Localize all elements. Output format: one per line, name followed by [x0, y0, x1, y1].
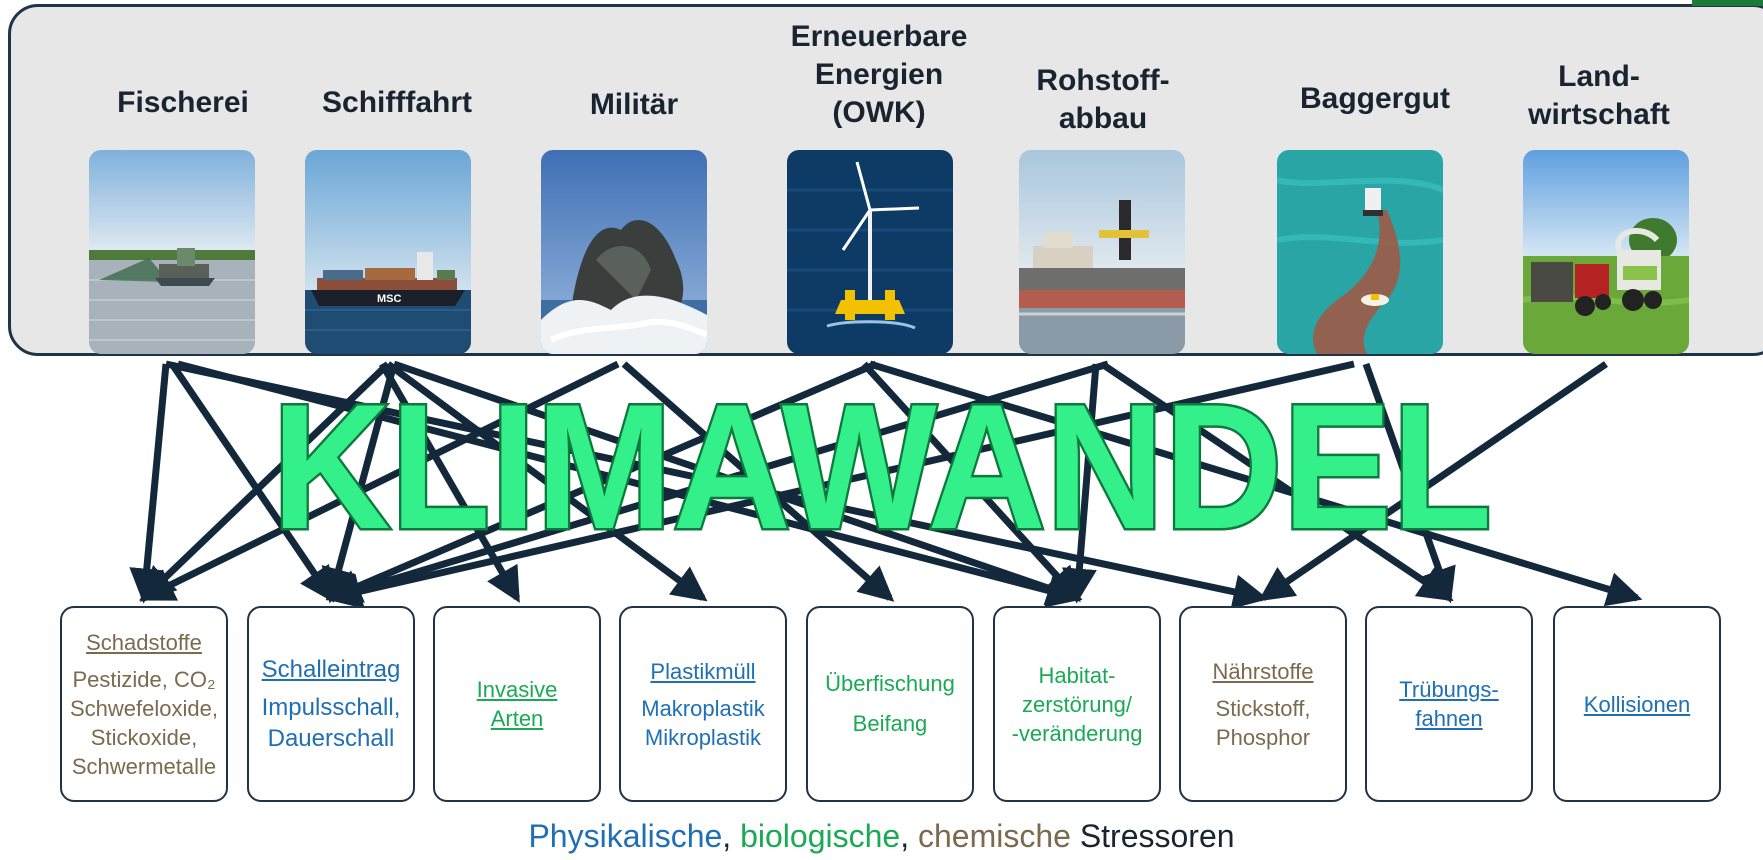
stressor-box-habitat: Habitat- zerstörung/ -veränderung	[993, 606, 1161, 802]
stressor-title-line: Invasive	[476, 677, 558, 702]
stressor-detail-line: Überfischung	[825, 671, 955, 696]
stressor-box-schadstoffe: Schadstoffe Pestizide, CO₂ Schwefeloxide…	[60, 606, 228, 802]
source-label-line: Land-	[1558, 60, 1640, 93]
stressor-title[interactable]: Schalleintrag	[261, 655, 401, 683]
stressor-detail-line: Pestizide, CO₂	[72, 666, 216, 692]
photo-dredging-vessel	[1019, 150, 1185, 354]
legend-physical: Physikalische	[528, 818, 723, 854]
stressor-detail-line: Makroplastik	[641, 695, 765, 721]
legend-biological: biologische	[740, 818, 901, 854]
source-label-rohstoff: Rohstoff- abbau	[1010, 62, 1196, 138]
connection-arrow	[861, 361, 1081, 603]
stressor-details: Pestizide, CO₂ Schwefeloxide, Stickoxide…	[70, 665, 218, 781]
photo-fishing-boat	[89, 150, 255, 354]
stressor-title[interactable]: Kollisionen	[1583, 691, 1691, 717]
photo-underwater-explosion	[541, 150, 707, 354]
stressor-box-invasive-arten: Invasive Arten	[433, 606, 601, 802]
corner-accent	[1692, 0, 1763, 6]
legend-chemical: chemische	[917, 818, 1071, 854]
stressor-box-kollisionen: Kollisionen	[1553, 606, 1721, 802]
connection-arrow	[138, 360, 620, 602]
stressor-title[interactable]: Trübungs- fahnen	[1399, 675, 1498, 733]
stressor-detail-line: zerstörung/	[1021, 691, 1133, 717]
source-label-erneuerbare: Erneuerbare Energien (OWK)	[776, 18, 982, 132]
photo-container-ship: MSC	[305, 150, 471, 354]
source-label-line: Rohstoff-	[1036, 64, 1170, 97]
legend-separator: ,	[722, 818, 741, 854]
source-label-schifffahrt: Schifffahrt	[304, 84, 490, 122]
stressor-detail-line: -veränderung	[1011, 720, 1143, 746]
connection-arrow	[1258, 361, 1608, 602]
stressor-details: Impulsschall, Dauerschall	[262, 692, 401, 754]
source-label-line: Militär	[589, 88, 679, 121]
source-label-line: (OWK)	[832, 96, 926, 129]
source-label-landwirtschaft: Land- wirtschaft	[1506, 58, 1692, 134]
stressor-title-line: Arten	[490, 706, 544, 731]
stressor-title[interactable]: Nährstoffe	[1212, 658, 1314, 684]
connection-arrow	[392, 360, 1083, 606]
connection-arrow	[1362, 362, 1456, 604]
stressor-detail-line: Habitat-	[1038, 662, 1116, 688]
connection-arrow	[321, 363, 398, 604]
stressor-title-line: fahnen	[1415, 706, 1483, 731]
stressor-box-ueberfischung: Überfischung Beifang	[806, 606, 974, 802]
source-label-line: wirtschaft	[1528, 98, 1670, 131]
stressor-details: Überfischung Beifang	[825, 664, 955, 744]
source-label-militaer: Militär	[541, 86, 727, 124]
stressor-title[interactable]: Plastikmüll	[650, 658, 756, 684]
stressor-box-naehrstoffe: Nährstoffe Stickstoff, Phosphor	[1179, 606, 1347, 802]
stressor-title-line: Trübungs-	[1399, 677, 1499, 702]
stressor-title[interactable]: Invasive Arten	[477, 675, 558, 733]
connection-arrow	[868, 360, 1643, 607]
photo-dredge-plume	[1277, 150, 1443, 354]
stressor-box-truebungsfahnen: Trübungs- fahnen	[1365, 606, 1533, 802]
stressor-detail-line: Dauerschall	[267, 724, 395, 752]
stressor-details: Makroplastik Mikroplastik	[641, 694, 764, 752]
ship-hull-text: MSC	[377, 293, 402, 305]
stressor-detail-line: Beifang	[852, 711, 928, 736]
source-label-line: Erneuerbare	[790, 20, 968, 53]
photo-harvester-tractor	[1523, 150, 1689, 354]
stressor-detail-line: Impulsschall,	[261, 693, 401, 721]
connection-arrow	[621, 361, 895, 602]
legend-stressoren: Stressoren	[1070, 818, 1235, 854]
source-label-line: Fischerei	[117, 86, 249, 119]
connection-arrow	[169, 362, 335, 603]
connection-arrow	[385, 361, 708, 602]
stressor-legend: Physikalische, biologische, chemische St…	[0, 816, 1763, 856]
stressor-box-schalleintrag: Schalleintrag Impulsschall, Dauerschall	[247, 606, 415, 802]
source-label-baggergut: Baggergut	[1282, 80, 1468, 118]
source-label-line: abbau	[1058, 102, 1148, 135]
connection-arrow	[325, 360, 1110, 607]
connection-arrow	[1061, 363, 1100, 604]
connection-arrow	[1100, 361, 1454, 602]
stressor-box-plastikmuell: Plastikmüll Makroplastik Mikroplastik	[619, 606, 787, 802]
stressor-detail-line: Stickoxide,	[90, 724, 198, 750]
photo-floating-wind-turbine	[787, 150, 953, 354]
connection-arrow	[325, 360, 878, 603]
stressor-detail-line: Mikroplastik	[644, 724, 762, 750]
connection-arrow	[129, 363, 170, 604]
connection-arrow	[177, 360, 1083, 608]
stressor-details: Stickstoff, Phosphor	[1216, 694, 1311, 752]
connection-arrow	[325, 360, 1355, 609]
source-label-fischerei: Fischerei	[90, 84, 276, 122]
stressor-detail-line: Stickstoff,	[1215, 695, 1311, 721]
stressor-detail-line: Schwermetalle	[71, 753, 217, 779]
source-label-line: Baggergut	[1300, 82, 1450, 115]
source-label-line: Energien	[814, 58, 944, 91]
connection-arrow	[139, 361, 391, 602]
stressor-detail-line: Phosphor	[1215, 724, 1311, 750]
stressor-detail-line: Schwefeloxide,	[70, 695, 218, 721]
legend-separator: ,	[900, 818, 918, 854]
stressor-details: Habitat- zerstörung/ -veränderung	[1012, 661, 1143, 748]
source-label-line: Schifffahrt	[322, 86, 472, 119]
stressor-title[interactable]: Schadstoffe	[86, 629, 202, 655]
